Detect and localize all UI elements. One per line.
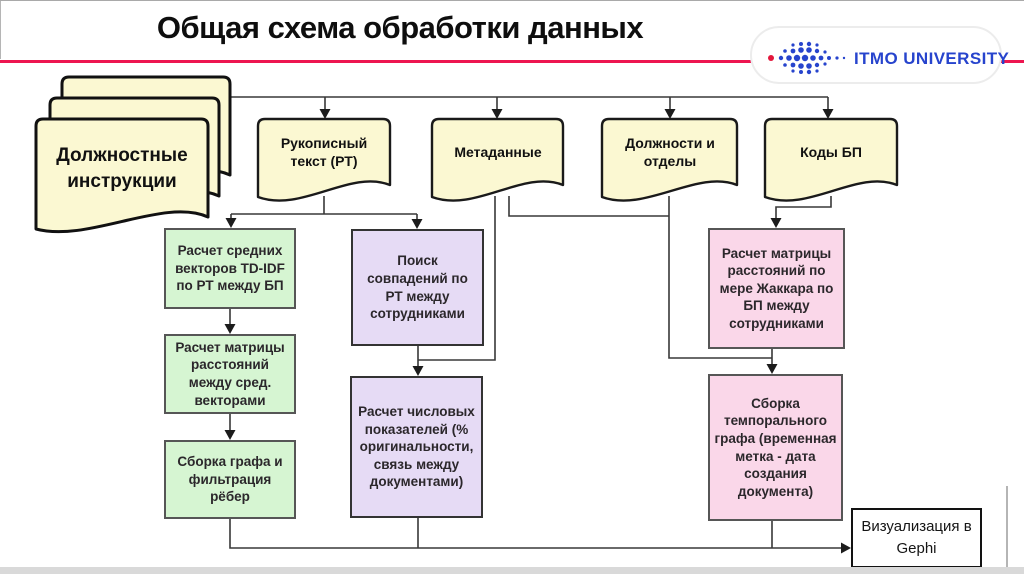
- arrowhead: [766, 364, 778, 374]
- slide-right-edge: [1006, 486, 1008, 569]
- process-box-jaccard-matrix: Расчет матрицы расстояний по мере Жаккар…: [708, 228, 845, 349]
- input-shape-metadata: [430, 117, 565, 202]
- stack-label: Должностные инструкции: [56, 145, 188, 192]
- page-title: Общая схема обработки данных: [156, 10, 644, 45]
- input-shapes: [256, 117, 899, 202]
- codes-to-pink1: [775, 196, 832, 221]
- itmo-dots-icon: [768, 41, 846, 75]
- arrowhead: [822, 109, 834, 119]
- rt-split: [230, 196, 418, 222]
- arrowhead: [224, 324, 236, 334]
- arrowhead: [319, 109, 331, 119]
- arrowhead: [770, 218, 782, 228]
- input-label-rt: Рукописный текст (РТ): [280, 134, 368, 169]
- process-box-temporal-graph: Сборка темпорального графа (временная ме…: [708, 374, 843, 521]
- document-stack-shape: [34, 75, 232, 234]
- itmo-logo-label: ITMO UNIVERSITY: [854, 49, 1010, 68]
- arrowhead: [224, 430, 236, 440]
- bottom-rail: [229, 518, 841, 549]
- output-box-gephi: Визуализация в Gephi: [851, 508, 982, 568]
- itmo-logo-card: [750, 26, 1002, 84]
- stack-doc-front: [34, 117, 210, 234]
- arrowhead: [841, 542, 851, 554]
- arrowhead: [664, 109, 676, 119]
- arrowhead: [411, 219, 423, 229]
- input-label-bp-codes: Коды БП: [800, 143, 862, 160]
- input-shape-bp-codes: [763, 117, 899, 202]
- process-box-numeric-indicators: Расчет числовых показателей (% оригиналь…: [350, 376, 483, 518]
- rail-drops: [324, 97, 829, 111]
- connector-lines: [229, 96, 841, 549]
- slide-bottom-edge: [0, 567, 1024, 574]
- process-box-distance-matrix-vectors: Расчет матрицы расстояний между сред. ве…: [164, 334, 296, 414]
- process-box-tdidf-vectors: Расчет средних векторов TD-IDF по РТ меж…: [164, 228, 296, 309]
- meta-to-purple2: [417, 196, 496, 369]
- arrowhead: [225, 218, 237, 228]
- accent-divider: [0, 60, 1024, 63]
- arrowhead: [491, 109, 503, 119]
- input-label-departments: Должности и отделы: [625, 134, 715, 169]
- input-shape-departments: [600, 117, 739, 202]
- slide-left-edge: [0, 1, 1, 59]
- input-shape-rt: [256, 117, 392, 202]
- arrowheads: [224, 109, 851, 554]
- arrowhead: [412, 366, 424, 376]
- input-label-metadata: Метаданные: [454, 143, 542, 160]
- process-box-graph-assembly-filter: Сборка графа и фильтрация рёбер: [164, 440, 296, 519]
- process-box-match-search: Поиск совпадений по РТ между сотрудникам…: [351, 229, 484, 346]
